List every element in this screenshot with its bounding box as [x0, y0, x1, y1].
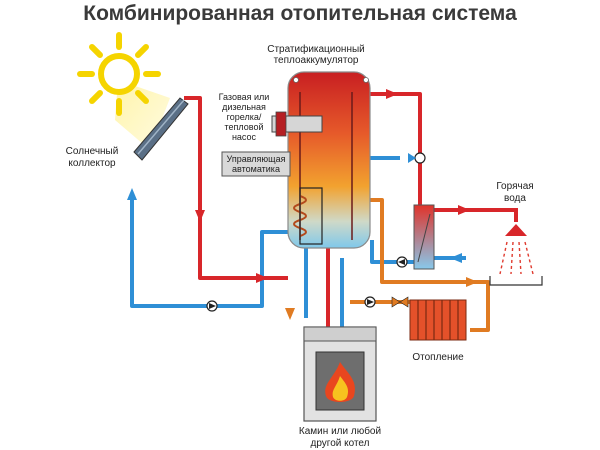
flame-icon [325, 362, 355, 402]
hot-water-label-line: Горячая [496, 181, 533, 192]
tank-label-line: теплоаккумулятор [274, 55, 359, 66]
burner-label: Газовая или дизельная горелка/ тепловой … [219, 92, 270, 142]
controller-box: Управляющая автоматика [221, 151, 291, 177]
heating-supply-pipe [370, 198, 490, 332]
solar-return-pipe [130, 196, 288, 308]
arrow-right-icon [458, 205, 470, 215]
tank-label: Стратификационный теплоаккумулятор [267, 43, 365, 66]
flow-arrows [127, 89, 478, 320]
controller-label-line: Управляющая [227, 154, 286, 164]
collector-label-line: Солнечный [66, 146, 119, 157]
arrow-right-icon [256, 273, 268, 283]
boiler-label-line: Камин или любой [299, 425, 381, 437]
arrow-right-icon [466, 277, 478, 287]
sun-icon [77, 32, 161, 116]
collector-label-line: коллектор [68, 158, 116, 169]
boiler-label-line: другой котел [311, 438, 370, 449]
tank-label-line: Стратификационный [267, 43, 365, 55]
page-title: Комбинированная отопительная система [83, 2, 517, 25]
pump-icons [206, 256, 408, 312]
burner-label-line: дизельная [222, 102, 266, 112]
tank-hot-out-pipe [370, 92, 422, 205]
heating-label: Отопление [412, 352, 464, 363]
hot-water-exchanger [413, 204, 435, 270]
valve-icon [391, 296, 401, 308]
solar-hot-pipe [184, 96, 288, 280]
hot-water-label: Горячая вода [496, 181, 533, 204]
valve-icons [391, 152, 426, 308]
solar-coil [293, 187, 323, 245]
exchanger-return-pipe [370, 240, 420, 264]
arrow-left-icon [450, 253, 462, 263]
arrow-down-icon [285, 308, 295, 320]
burner-label-line: тепловой [225, 122, 264, 132]
fireplace-boiler [303, 326, 377, 422]
burner-label-line: горелка/ [227, 112, 262, 122]
solar-collector [133, 97, 189, 161]
arrow-right-icon [386, 89, 398, 99]
burner-label-line: Газовая или [219, 92, 270, 102]
controller-label-line: автоматика [232, 164, 280, 174]
burner-label-line: насос [232, 132, 257, 142]
burner-unit [271, 111, 323, 137]
collector-label: Солнечный коллектор [66, 146, 119, 169]
radiator-icon [409, 299, 467, 341]
boiler-label: Камин или любой другой котел [299, 425, 381, 449]
shower-icon [488, 208, 543, 286]
arrow-down-icon [195, 210, 205, 222]
arrow-up-icon [127, 188, 137, 200]
hot-water-label-line: вода [504, 193, 526, 204]
mixing-valve-icon [414, 152, 426, 164]
